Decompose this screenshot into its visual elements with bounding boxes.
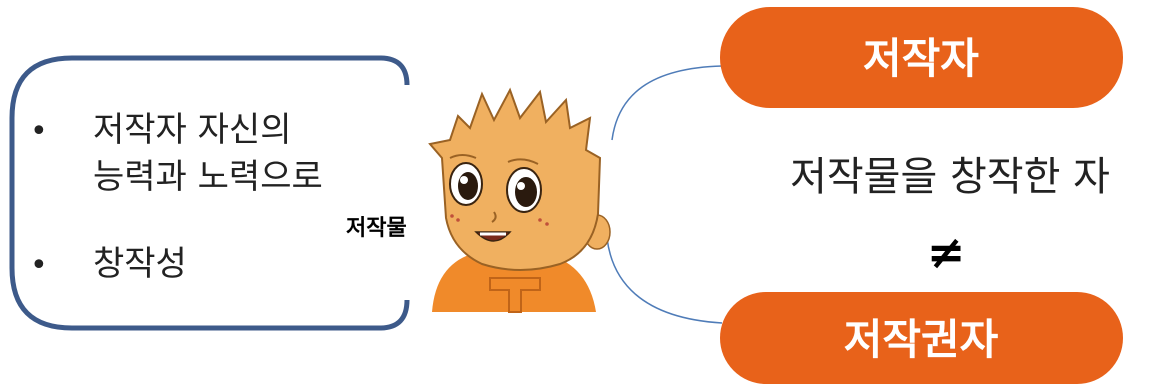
bullet-marker-2: • — [30, 248, 48, 283]
bullet-line-1a: 저작자 자신의 — [93, 110, 292, 150]
copyright-holder-pill-shape — [720, 292, 1123, 384]
author-pill-label: 저작자 — [863, 34, 979, 83]
connector-bottom — [606, 237, 723, 324]
author-pill-shape — [720, 7, 1123, 108]
copyright-holder-pill-label: 저작권자 — [844, 315, 999, 364]
connector-top — [611, 65, 723, 141]
cartoon-boy-icon — [428, 87, 611, 313]
author-definition: 저작물을 창작한 자 — [790, 154, 1110, 200]
bullet-marker-1: • — [30, 114, 48, 149]
character-label: 저작물 — [346, 216, 407, 241]
bullet-line-1b: 능력과 노력으로 — [93, 157, 323, 197]
not-equal-symbol: ≠ — [927, 225, 966, 279]
content-box-border — [9, 55, 410, 331]
bullet-line-2: 창작성 — [93, 244, 187, 284]
